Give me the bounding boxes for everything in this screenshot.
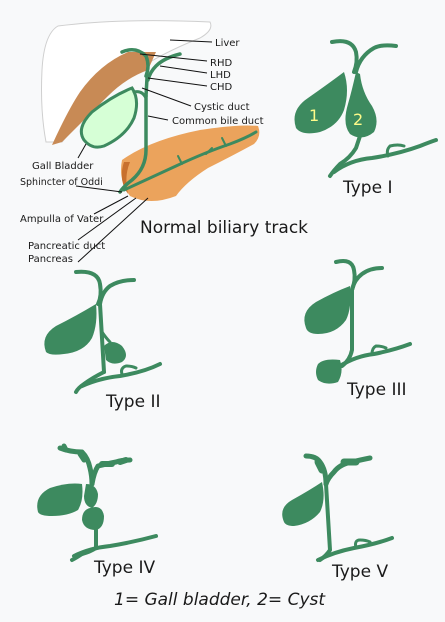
type4-left-hepatic-bead [99, 457, 129, 467]
type4-extrahepatic-cyst [82, 507, 104, 530]
leader-ampulla [93, 195, 129, 215]
normal-title: Normal biliary track [140, 218, 308, 238]
type2-pancreatic-duct [80, 362, 162, 388]
type1-cyst [345, 72, 377, 138]
type4-intrahepatic-cyst [84, 484, 98, 508]
pancreatic-duct-branch-1 [177, 155, 183, 165]
type2-left-hepatic [98, 278, 136, 306]
leader-chd [147, 77, 208, 87]
normal-biliary-tract: Liver RHD LHD CHD Cystic duct Common bil… [20, 20, 308, 265]
type2-right-hepatic [74, 269, 103, 306]
type-5-diagram: Type V [282, 453, 394, 582]
pancreas-shape [121, 125, 260, 201]
type1-gallbladder [294, 72, 347, 134]
type2-pancreatic-branch [120, 364, 138, 376]
label-rhd: RHD [210, 58, 232, 69]
type4-pancreatic-duct [72, 534, 158, 558]
leader-pancreatic-duct [77, 197, 137, 241]
leader-sphincter [75, 185, 123, 193]
type2-label: Type II [105, 392, 160, 412]
marker-gallbladder-1: 1 [309, 106, 319, 125]
type4-right-hepatic [57, 445, 95, 487]
type5-pancreatic-branch [354, 538, 372, 550]
type-2-diagram: Type II [44, 269, 162, 412]
type5-intrahepatic-dilatation [314, 458, 360, 474]
leader-lhd [159, 65, 208, 74]
type1-pancreatic-duct [332, 138, 438, 174]
leader-rhd [139, 53, 208, 62]
label-chd: CHD [210, 82, 233, 93]
leader-cystic-duct [141, 87, 192, 107]
type4-label: Type IV [93, 558, 155, 578]
label-pancreatic-duct: Pancreatic duct [28, 241, 105, 252]
type-3-diagram: Type III [304, 259, 412, 400]
type5-label: Type V [331, 562, 388, 582]
type1-left-hepatic [354, 43, 398, 74]
label-common-bile-duct: Common bile duct [172, 116, 264, 127]
leader-pancreas [77, 197, 149, 263]
type4-gallbladder [37, 483, 83, 516]
type3-choledochocele [316, 359, 342, 384]
type3-label: Type III [346, 380, 407, 400]
label-gall-bladder: Gall Bladder [32, 161, 94, 172]
label-ampulla-of-vater: Ampulla of Vater [20, 214, 104, 225]
type3-pancreatic-branch [370, 344, 388, 356]
right-hepatic-duct [120, 48, 150, 78]
pancreatic-duct-branch-3 [221, 137, 227, 147]
common-hepatic-duct [144, 76, 149, 98]
type2-common-duct [98, 302, 106, 374]
type-4-diagram: Type IV [37, 443, 158, 578]
label-lhd: LHD [210, 70, 231, 81]
pancreatic-duct-branch-2 [205, 147, 213, 155]
marker-cyst-2: 2 [353, 110, 363, 129]
type2-gallbladder [44, 304, 97, 355]
type5-gallbladder [282, 482, 324, 526]
label-cystic-duct: Cystic duct [194, 102, 250, 113]
left-hepatic-duct [146, 52, 182, 82]
leader-liver [169, 39, 213, 43]
type1-pancreatic-branch [385, 143, 406, 158]
label-pancreas: Pancreas [28, 254, 73, 265]
label-sphincter-of-oddi: Sphincter of Oddi [20, 177, 103, 188]
type4-right-hepatic-bead [61, 443, 87, 463]
type1-right-hepatic [330, 39, 359, 74]
type1-label: Type I [342, 178, 392, 198]
type2-diverticulum-cyst [104, 342, 126, 364]
type2-cyst-stalk [100, 330, 112, 344]
type5-pancreatic-duct [316, 536, 394, 562]
type3-pancreatic-duct [338, 342, 412, 368]
type3-gallbladder [304, 286, 351, 334]
label-liver: Liver [215, 38, 240, 49]
type3-left-hepatic [350, 266, 384, 292]
gall-bladder-shape [79, 86, 139, 149]
liver-shape [52, 52, 156, 145]
legend-caption: 1= Gall bladder, 2= Cyst [114, 590, 326, 610]
leader-common-bile-duct [147, 115, 169, 121]
type5-left-hepatic [323, 455, 373, 487]
common-bile-duct [118, 94, 148, 194]
type-1-diagram: 1 2 Type I [294, 39, 438, 198]
pancreatic-duct [122, 130, 258, 192]
leader-gall-bladder [77, 143, 87, 159]
